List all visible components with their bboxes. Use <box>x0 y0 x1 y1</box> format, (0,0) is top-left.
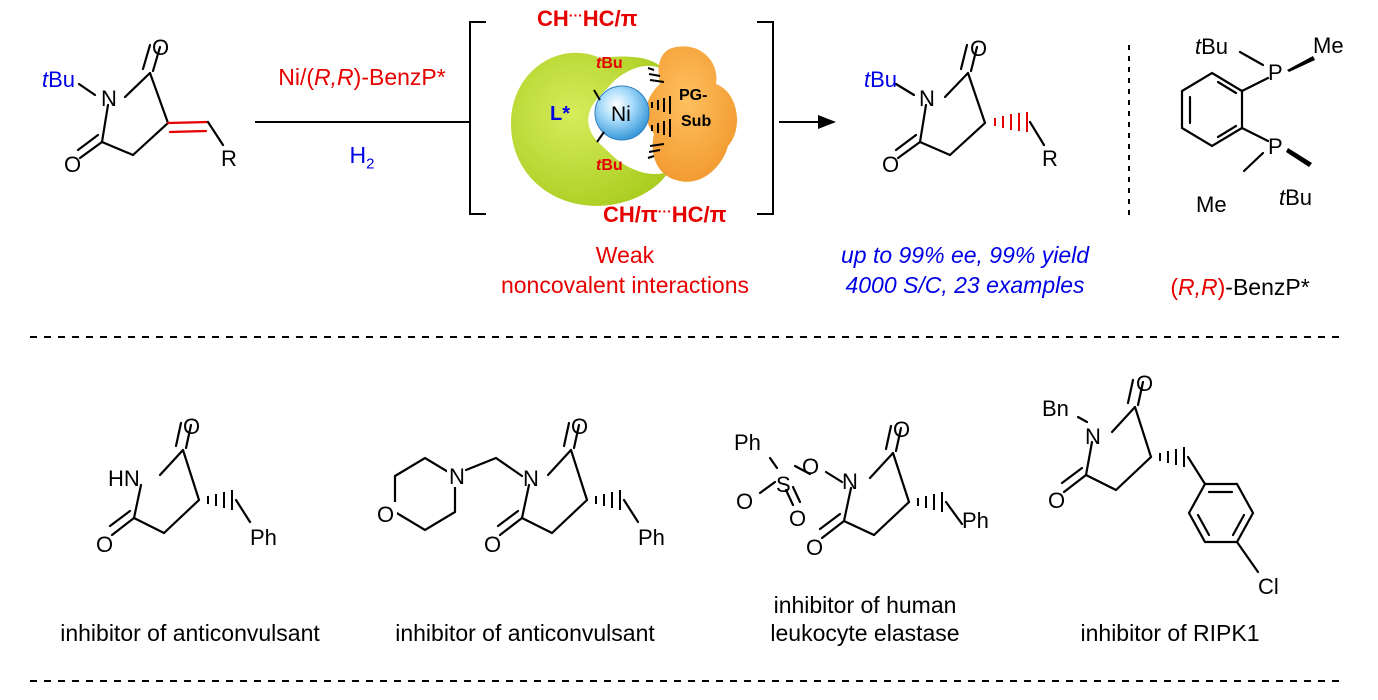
h2-label: H2 <box>349 142 375 173</box>
bracket-right <box>757 21 774 215</box>
svg-text:Me: Me <box>1313 33 1344 58</box>
substrate-structure: O N O tBu R <box>42 35 237 177</box>
svg-text:O: O <box>571 414 588 439</box>
svg-text:O: O <box>806 535 823 560</box>
svg-text:O: O <box>377 502 394 527</box>
svg-text:N: N <box>523 466 539 491</box>
example-3-ph-top: Ph <box>734 430 761 455</box>
results-line-2: 4000 S/C, 23 examples <box>845 272 1085 298</box>
benzp-name: (R,R)-BenzP* <box>1170 274 1310 300</box>
catalyst-label: Ni/(R,R)-BenzP* <box>278 64 446 90</box>
ts-caption-2: noncovalent interactions <box>500 272 750 298</box>
example-2-structure: N O O N O Ph <box>375 414 665 557</box>
svg-text:O: O <box>1136 371 1153 396</box>
example-1-structure: O HN O Ph <box>96 414 277 557</box>
ligand-shape <box>510 52 668 206</box>
ligand-label: L* <box>550 103 570 125</box>
bracket-left <box>469 21 486 215</box>
product-tbu: tBu <box>864 67 897 92</box>
example-4-cl: Cl <box>1258 574 1279 599</box>
example-2-ph: Ph <box>638 525 665 550</box>
substrate-r: R <box>221 146 237 171</box>
svg-text:O: O <box>736 489 753 514</box>
ni-label: Ni <box>611 103 631 126</box>
svg-text:O: O <box>1048 488 1065 513</box>
svg-text:N: N <box>919 86 935 111</box>
example-3-structure: Ph O S O O O N O Ph <box>734 417 989 560</box>
svg-text:N: N <box>842 469 858 494</box>
example-4-bn: Bn <box>1042 396 1069 421</box>
svg-text:tBu: tBu <box>1279 185 1312 210</box>
svg-text:O: O <box>789 506 806 531</box>
tbu-top: tBu <box>596 55 623 72</box>
svg-text:N: N <box>1085 424 1101 449</box>
svg-text:Me: Me <box>1196 192 1227 217</box>
sub-label: Sub <box>681 113 711 130</box>
svg-text:O: O <box>882 152 899 177</box>
ts-top-interaction: CH···HC/π <box>537 6 638 31</box>
svg-text:tBu: tBu <box>1195 34 1228 59</box>
transition-state: Ni L* tBu tBu PG- Sub CH···HC/π CH/π···H… <box>469 6 774 227</box>
benzp-structure: P P tBu Me Me tBu <box>1180 33 1344 217</box>
example-2-caption: inhibitor of anticonvulsant <box>395 620 655 646</box>
product-structure: O N O tBu R <box>864 36 1058 177</box>
results-line-1: up to 99% ee, 99% yield <box>840 242 1090 268</box>
svg-text:S: S <box>776 472 791 497</box>
example-1-ph: Ph <box>250 525 277 550</box>
svg-text:O: O <box>484 532 501 557</box>
example-4-structure: O N Bn O Cl <box>1042 371 1279 599</box>
example-4-caption: inhibitor of RIPK1 <box>1080 620 1260 646</box>
ts-bottom-interaction: CH/π···HC/π <box>603 202 727 227</box>
tbu-bottom: tBu <box>596 157 623 174</box>
svg-text:N: N <box>101 86 117 111</box>
svg-text:O: O <box>893 417 910 442</box>
ni-atom <box>594 85 650 141</box>
svg-text:O: O <box>970 36 987 61</box>
svg-text:O: O <box>183 414 200 439</box>
arrowhead <box>818 115 836 129</box>
example-3-caption-1: inhibitor of human <box>773 592 957 618</box>
product-r: R <box>1042 146 1058 171</box>
ts-caption-1: Weak <box>595 242 655 268</box>
svg-text:N: N <box>449 464 465 489</box>
svg-text:P: P <box>1268 134 1283 159</box>
example-1-hn: HN <box>108 466 140 491</box>
substrate-shape <box>646 46 738 182</box>
pg-label: PG- <box>679 87 707 104</box>
svg-text:O: O <box>96 532 113 557</box>
example-3-caption-2: leukocyte elastase <box>770 620 960 646</box>
svg-text:O: O <box>64 152 81 177</box>
svg-text:P: P <box>1268 60 1283 85</box>
svg-text:O: O <box>152 35 169 60</box>
svg-text:O: O <box>802 454 819 479</box>
substrate-tbu: tBu <box>42 67 75 92</box>
example-1-caption: inhibitor of anticonvulsant <box>60 620 320 646</box>
example-3-ph: Ph <box>962 508 989 533</box>
